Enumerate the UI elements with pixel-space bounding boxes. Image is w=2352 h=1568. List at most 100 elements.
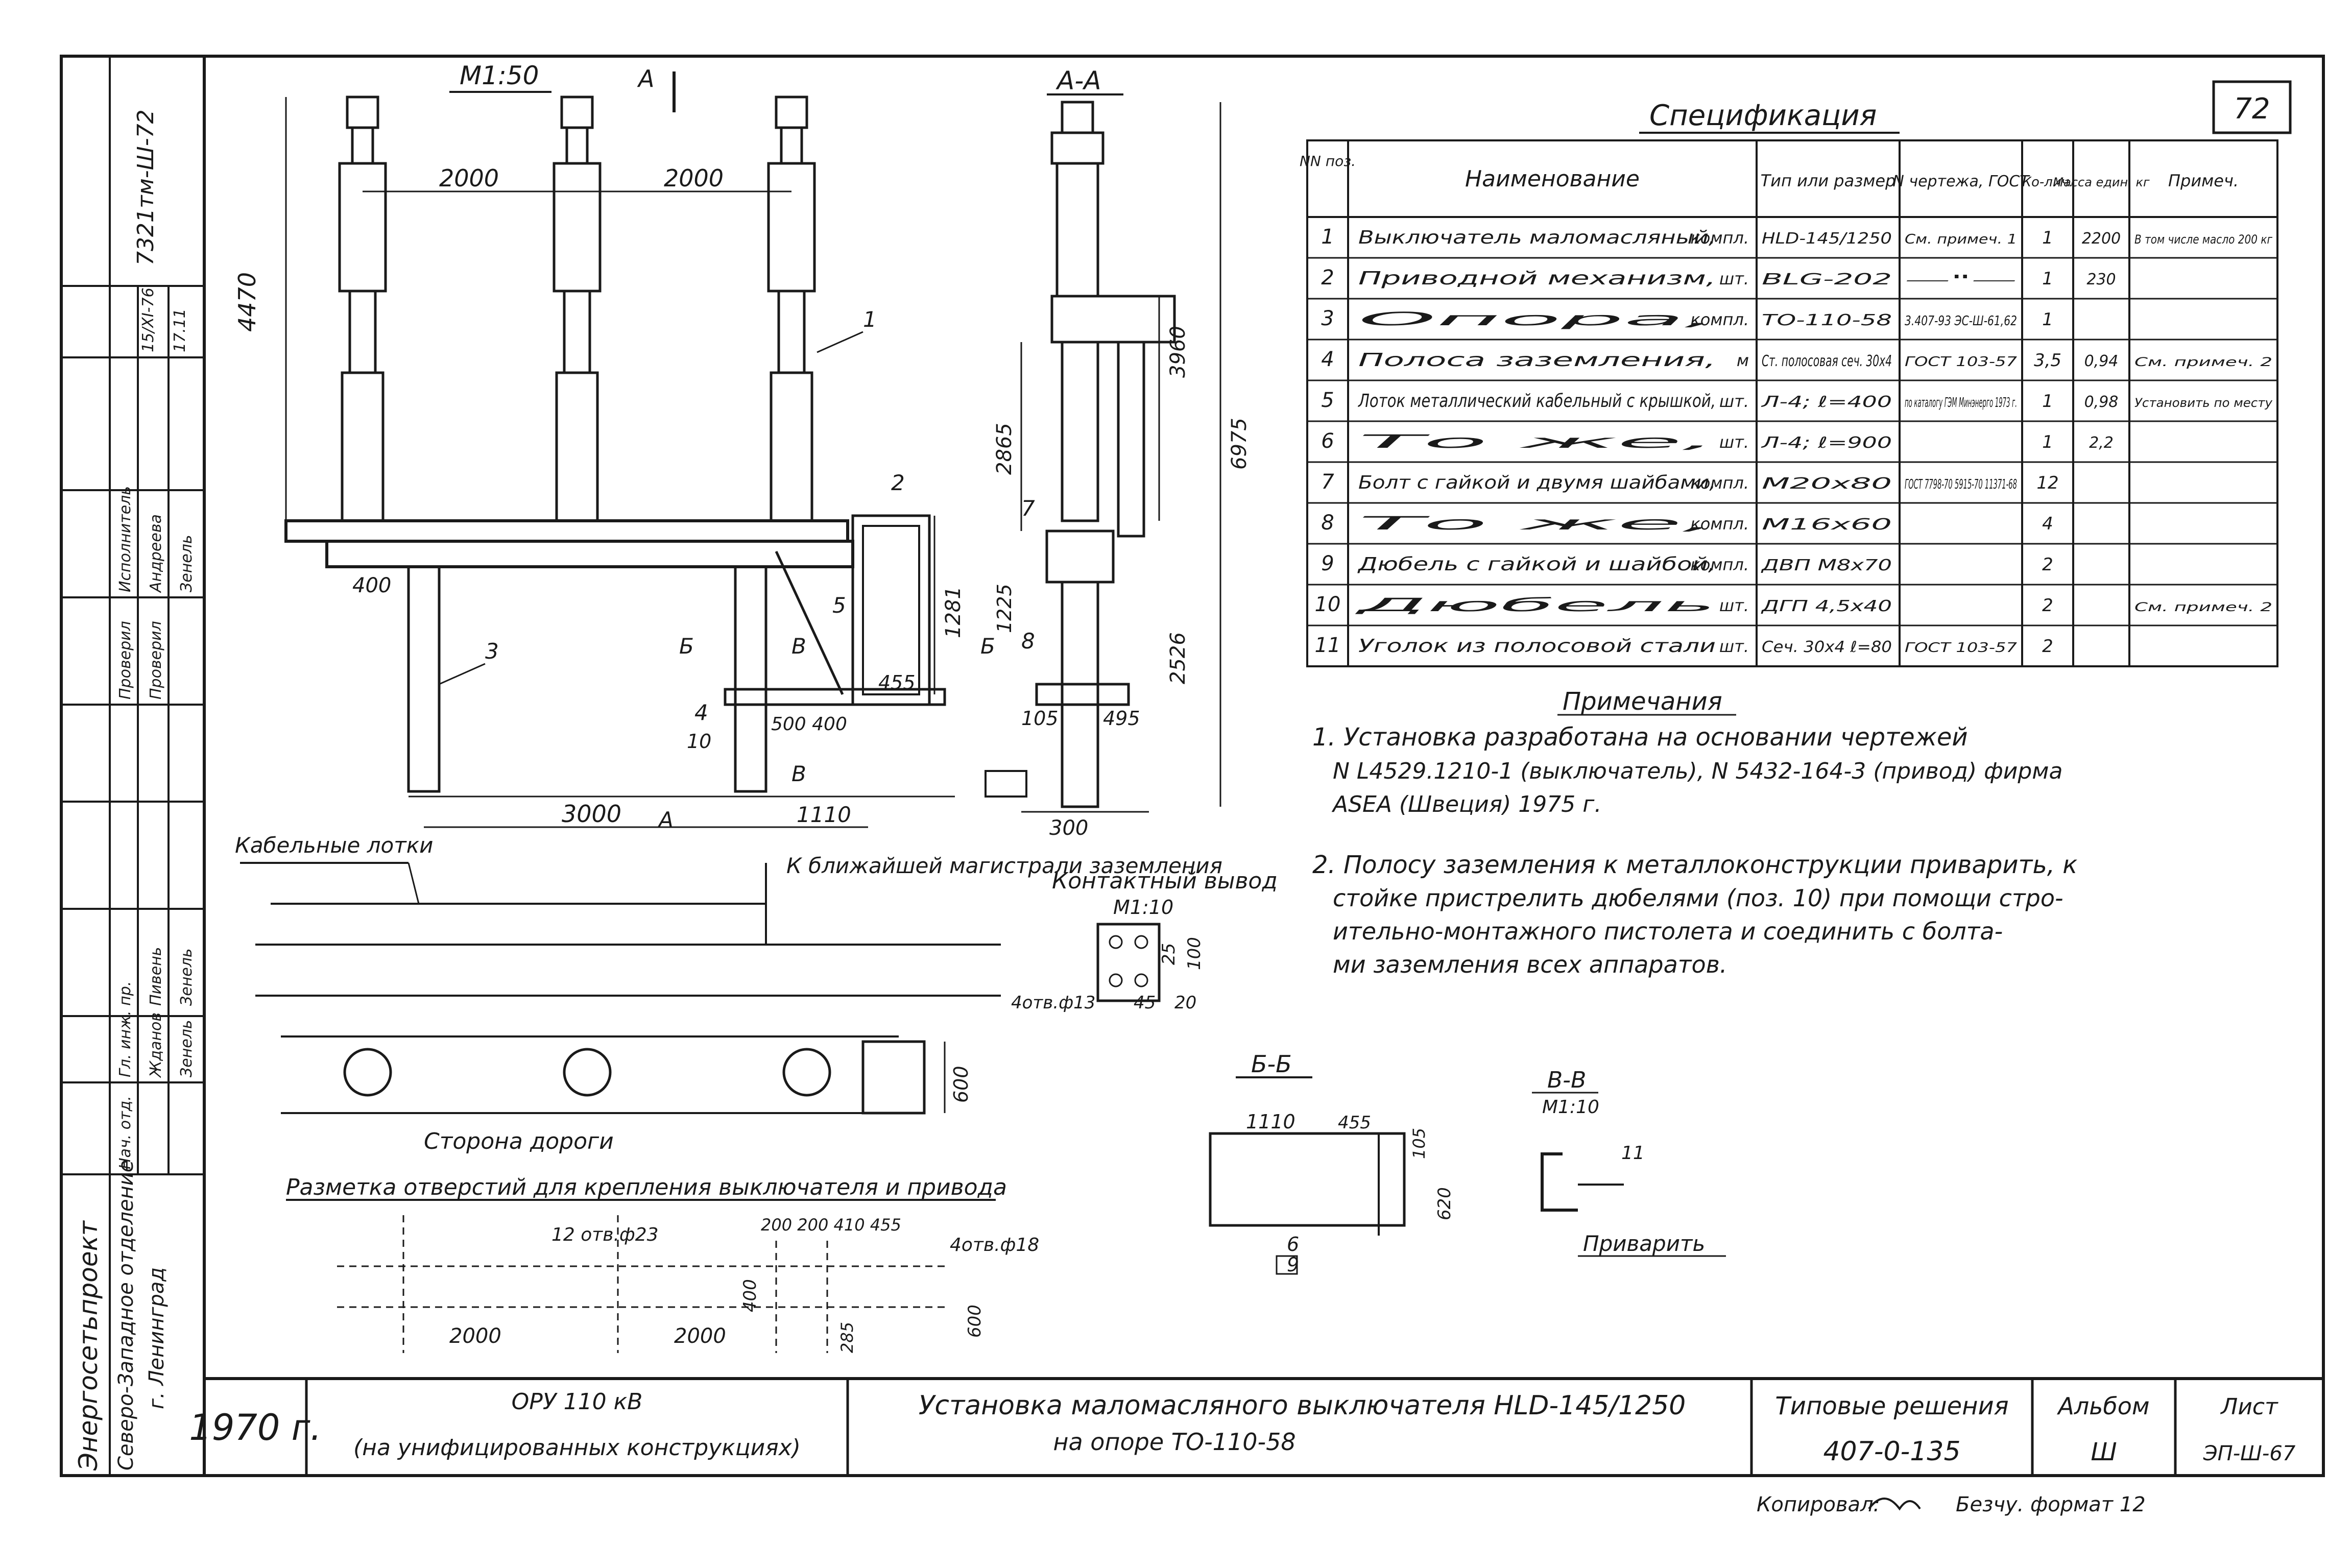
spec-cell-qty: 1 — [2042, 309, 2053, 330]
section-v-v: В-В М1:10 11 Приварить — [1532, 1067, 1726, 1257]
note-2-line-4: ми заземления всех аппаратов. — [1333, 951, 1727, 978]
dim-20: 20 — [1174, 993, 1196, 1013]
sheet-frame — [60, 55, 2325, 1477]
dim-25: 25 — [1159, 943, 1179, 965]
spec-cell-type: ДВП М8х70 — [1760, 557, 1892, 574]
spec-cell-type: М16х60 — [1762, 516, 1892, 534]
callout-11: 11 — [1621, 1143, 1645, 1164]
stamp-role-1: Гл. инж. пр. — [116, 981, 134, 1077]
label-nearest-ground: К ближайшей магистрали заземления — [786, 853, 1222, 878]
label-marking: Разметка отверстий для крепления выключа… — [286, 1174, 1007, 1200]
dim-2000-d: 2000 — [674, 1324, 726, 1348]
stamp-name-4: Проверил — [147, 621, 165, 699]
dim-2000-b: 2000 — [664, 164, 724, 192]
spec-cell-unit: шт. — [1719, 392, 1749, 411]
org-city: г. Ленинград — [145, 1267, 169, 1409]
dim-row: 200 200 410 455 — [761, 1215, 901, 1235]
spec-cell-type: М20х80 — [1762, 475, 1892, 493]
spec-cell-name: Лоток металлический кабельный с крышкой, — [1357, 391, 1716, 412]
dim-105: 105 — [1021, 707, 1059, 730]
spec-cell-name: Приводной механизм, — [1358, 268, 1716, 289]
spec-cell-gost: ГОСТ 103-57 — [1905, 640, 2018, 656]
specification-table: Спецификация NN поз. Наименование Тип ил… — [1300, 99, 2278, 667]
spec-cell-type: HLD-145/1250 — [1762, 230, 1892, 248]
spec-header-4: Ко-лич. — [2022, 175, 2074, 190]
spec-cell-gost: ГОСТ 7798-70 5915-70 11371-68 — [1905, 477, 2017, 492]
spec-cell-mass: 0,94 — [2084, 352, 2119, 370]
tb-year: 1970 г. — [189, 1407, 321, 1449]
spec-cell-n: 11 — [1315, 634, 1341, 657]
note-2-line-3: ительно-монтажного пистолета и соединить… — [1333, 918, 2003, 945]
spec-header-5: Масса един. кг — [2053, 175, 2150, 189]
spec-cell-qty: 1 — [2042, 432, 2053, 452]
spec-cell-gost: по каталогу ГЭМ Минэнерго 1973 г. — [1905, 395, 2017, 411]
spec-header-1: Наименование — [1465, 166, 1640, 192]
spec-cell-n: 6 — [1321, 429, 1334, 453]
tb-ory: ОРУ 110 кВ — [512, 1389, 643, 1415]
spec-cell-qty: 12 — [2036, 473, 2058, 493]
label-contact-out: Контактный вывод — [1052, 868, 1278, 894]
section-b-b-title: Б-Б — [1251, 1050, 1292, 1078]
spec-cell-type: Л-4; ℓ=900 — [1761, 434, 1892, 452]
tb-title-1: Установка маломасляного выключателя HLD-… — [919, 1390, 1686, 1421]
spec-cell-type: ДГП 4,5х40 — [1760, 597, 1892, 615]
note-1-line-2: N L4529.1210-1 (выключатель), N 5432-164… — [1333, 758, 2062, 784]
cut-b-left: Б — [679, 634, 694, 659]
spec-header-6: Примеч. — [2168, 171, 2239, 190]
spec-cell-mass: 2,2 — [2089, 434, 2114, 452]
spec-cell-n: 9 — [1321, 552, 1334, 575]
tb-typical: Типовые решения — [1775, 1392, 2008, 1420]
side-rev-date: 15/XI-76 — [139, 287, 157, 352]
spec-cell-note: См. примеч. 2 — [2134, 355, 2272, 369]
label-weld: Приварить — [1583, 1231, 1705, 1256]
org-name: Энергосетьпроект — [74, 1220, 103, 1471]
dim-100: 100 — [1184, 937, 1205, 970]
spec-header-3: N чертежа, ГОСТ — [1892, 173, 2030, 190]
side-stamp: 7321тм-Ш-72 15/XI-76 17.11 Нач. отд. Жда… — [61, 56, 204, 1476]
bb-dim-105: 105 — [1409, 1128, 1429, 1159]
spec-cell-qty: 2 — [2042, 636, 2053, 657]
section-v-v-title: В-В — [1547, 1067, 1586, 1093]
dim-45: 45 — [1134, 993, 1156, 1013]
spec-cell-name: То же, — [1358, 431, 1716, 452]
copier-signature — [1868, 1498, 1921, 1511]
dim-500-400: 500 400 — [771, 714, 847, 735]
contact-scale: М1:10 — [1113, 896, 1173, 919]
spec-cell-unit: компл. — [1690, 473, 1749, 493]
spec-cell-name: То же, — [1358, 513, 1716, 534]
spec-cell-n: 5 — [1321, 389, 1334, 412]
spec-cell-mass: 230 — [2086, 271, 2116, 288]
spec-cell-name: Опора, — [1358, 309, 1716, 330]
note-2-line-2: стойке пристрелить дюбелями (поз. 10) пр… — [1333, 884, 2063, 912]
dim-2000-a: 2000 — [439, 164, 499, 192]
org-branch: Северо-Западное отделение — [114, 1160, 138, 1470]
spec-header-0: NN поз. — [1300, 153, 1356, 170]
section-a-mark-top: А — [637, 65, 654, 92]
stamp-name-3: Андреева — [147, 514, 165, 593]
notes-title: Примечания — [1563, 687, 1722, 716]
spec-cell-name: Выключатель маломасляный, — [1358, 227, 1716, 248]
dim-600: 600 — [950, 1066, 972, 1103]
spec-cell-n: 7 — [1321, 470, 1334, 494]
stamp-role-3: Исполнитель — [116, 486, 134, 592]
spec-cell-unit: компл. — [1690, 228, 1749, 248]
spec-cell-qty: 1 — [2042, 269, 2053, 289]
callout-6: 6 — [1287, 1233, 1299, 1256]
hole-marking: Разметка отверстий для крепления выключа… — [286, 1174, 1039, 1353]
spec-cell-note: Установить по месту — [2134, 396, 2273, 410]
stamp-sign-3: Зенель — [178, 535, 196, 592]
holes-18: 4отв.ф18 — [950, 1235, 1039, 1256]
dim-2000-c: 2000 — [449, 1324, 501, 1348]
section-v-v-scale: М1:10 — [1542, 1097, 1599, 1118]
dim-1281: 1281 — [942, 586, 965, 638]
spec-cell-mass: 2200 — [2082, 230, 2121, 248]
spec-cell-name: Дюбель — [1353, 595, 1716, 616]
holes-23: 12 отв.ф23 — [551, 1224, 659, 1245]
stamp-name-0: Жданов — [147, 1012, 165, 1078]
spec-cell-unit: м — [1737, 351, 1749, 370]
